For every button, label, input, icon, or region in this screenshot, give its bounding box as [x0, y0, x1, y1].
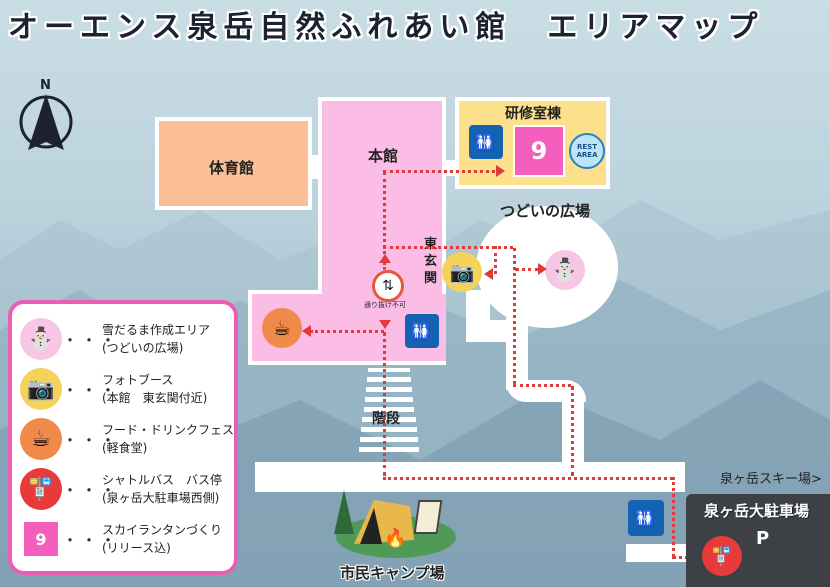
rest-text-1: REST	[577, 143, 597, 151]
no-pass-icon: ⇅	[372, 270, 404, 302]
main-label: 本館	[368, 147, 399, 165]
connector-gym-main	[312, 155, 322, 179]
restroom-main-icon: 🚻	[405, 314, 439, 348]
training-label: 研修室棟	[505, 106, 561, 122]
plaza-label: つどいの広場	[500, 202, 591, 220]
bus-stop-icon[interactable]: 🚏	[702, 536, 742, 576]
arrow-left-drink-icon	[302, 325, 311, 337]
rest-area-icon: REST AREA	[569, 133, 605, 169]
compass-n-label: N	[40, 78, 51, 93]
stairs: 階段	[356, 368, 422, 460]
legend-dots: ・・・	[62, 331, 120, 350]
legend-sub: (リリース込)	[102, 541, 171, 555]
compass-arrow-icon	[19, 94, 73, 150]
legend-item-bus: 🚏 ・・・ シャトルバス バス停 (泉ヶ岳大駐車場西側)	[20, 468, 222, 510]
legend-item-camera: 📷 ・・・ フォトブース (本館 東玄関付近)	[20, 368, 207, 410]
lantern-9-icon: 9	[24, 522, 58, 556]
no-pass-label: 通り抜け不可	[364, 301, 406, 309]
legend-item-snowman: ⛄ ・・・ 雪だるま作成エリア (つどいの広場)	[20, 318, 210, 360]
route-curve	[513, 384, 571, 387]
legend-title: 雪だるま作成エリア	[102, 323, 211, 337]
rest-text-2: AREA	[576, 151, 598, 159]
legend-title: フォトブース	[102, 373, 174, 387]
arrow-down-icon	[379, 320, 391, 329]
gym-label: 体育館	[209, 159, 255, 177]
north-compass: N	[18, 78, 74, 158]
training-building[interactable]: 研修室棟 🚻 9 REST AREA	[455, 97, 610, 189]
hot-drink-icon: ☕	[20, 418, 62, 460]
gym-building[interactable]: 体育館	[155, 117, 312, 210]
legend-item-drink: ☕ ・・・ フード・ドリンクフェス (軽食堂)	[20, 418, 234, 460]
ski-label[interactable]: 泉ヶ岳スキー場>	[720, 472, 822, 487]
route-main-up	[383, 172, 386, 254]
route-stairs	[383, 332, 386, 476]
legend-dots: ・・・	[62, 531, 120, 550]
arrow-up-icon	[379, 254, 391, 263]
legend-panel: ⛄ ・・・ 雪だるま作成エリア (つどいの広場) 📷 ・・・ フォトブース (本館 …	[8, 300, 238, 575]
bus-stop-icon: 🚏	[20, 468, 62, 510]
campfire-icon: 🔥	[384, 528, 407, 549]
restroom-icon: 🚻	[469, 125, 503, 159]
route-road	[383, 477, 673, 480]
tent-icon	[354, 500, 414, 544]
legend-item-lantern: 9 ・・・ スカイランタンづくり (リリース込)	[20, 518, 222, 560]
legend-title: シャトルバス バス停	[102, 473, 223, 487]
camera-icon[interactable]: 📷	[442, 252, 482, 292]
route-east-entrance	[383, 246, 513, 249]
page-title: オーエンス泉岳自然ふれあい館 エリアマップ	[8, 10, 764, 45]
route-to-road	[571, 386, 574, 476]
hot-drink-icon[interactable]: ☕	[262, 308, 302, 348]
route-to-drink	[310, 330, 384, 333]
snowman-icon: ⛄	[20, 318, 62, 360]
camera-icon: 📷	[20, 368, 62, 410]
snowman-icon[interactable]: ⛄	[545, 250, 585, 290]
east-entrance-label: 東玄関	[424, 236, 438, 287]
tree-icon	[334, 490, 354, 534]
parking-area[interactable]: 泉ヶ岳大駐車場 P 🚏	[686, 494, 830, 587]
parking-label: 泉ヶ岳大駐車場	[704, 502, 810, 520]
legend-sub: (つどいの広場)	[102, 341, 184, 355]
legend-dots: ・・・	[62, 381, 120, 400]
legend-dots: ・・・	[62, 431, 120, 450]
legend-sub: (本館 東玄関付近)	[102, 391, 208, 405]
restroom-parking-icon: 🚻	[628, 500, 664, 536]
route-to-training	[383, 170, 495, 173]
legend-title: スカイランタンづくり	[102, 523, 223, 537]
road-parking-stub	[626, 544, 690, 562]
chair-icon	[413, 500, 443, 534]
legend-title: フード・ドリンクフェス	[102, 423, 235, 437]
lantern-9-icon[interactable]: 9	[513, 125, 565, 177]
camp-area[interactable]: 🔥 市民キャンプ場	[330, 486, 460, 584]
parking-p-label: P	[756, 528, 770, 549]
route-to-camera	[494, 246, 497, 274]
arrow-right-icon	[496, 165, 505, 177]
route-plaza-down	[513, 248, 516, 384]
legend-sub: (軽食堂)	[102, 441, 148, 455]
arrow-left-icon	[484, 268, 493, 280]
camp-label: 市民キャンプ場	[340, 564, 445, 582]
legend-dots: ・・・	[62, 481, 120, 500]
arrow-right-snowman-icon	[538, 263, 547, 275]
plaza-path-down	[506, 318, 528, 390]
route-to-snowman	[515, 268, 539, 271]
legend-sub: (泉ヶ岳大駐車場西側)	[102, 491, 220, 505]
route	[383, 262, 386, 270]
route-to-bus	[672, 477, 675, 557]
stairs-label: 階段	[372, 411, 400, 427]
